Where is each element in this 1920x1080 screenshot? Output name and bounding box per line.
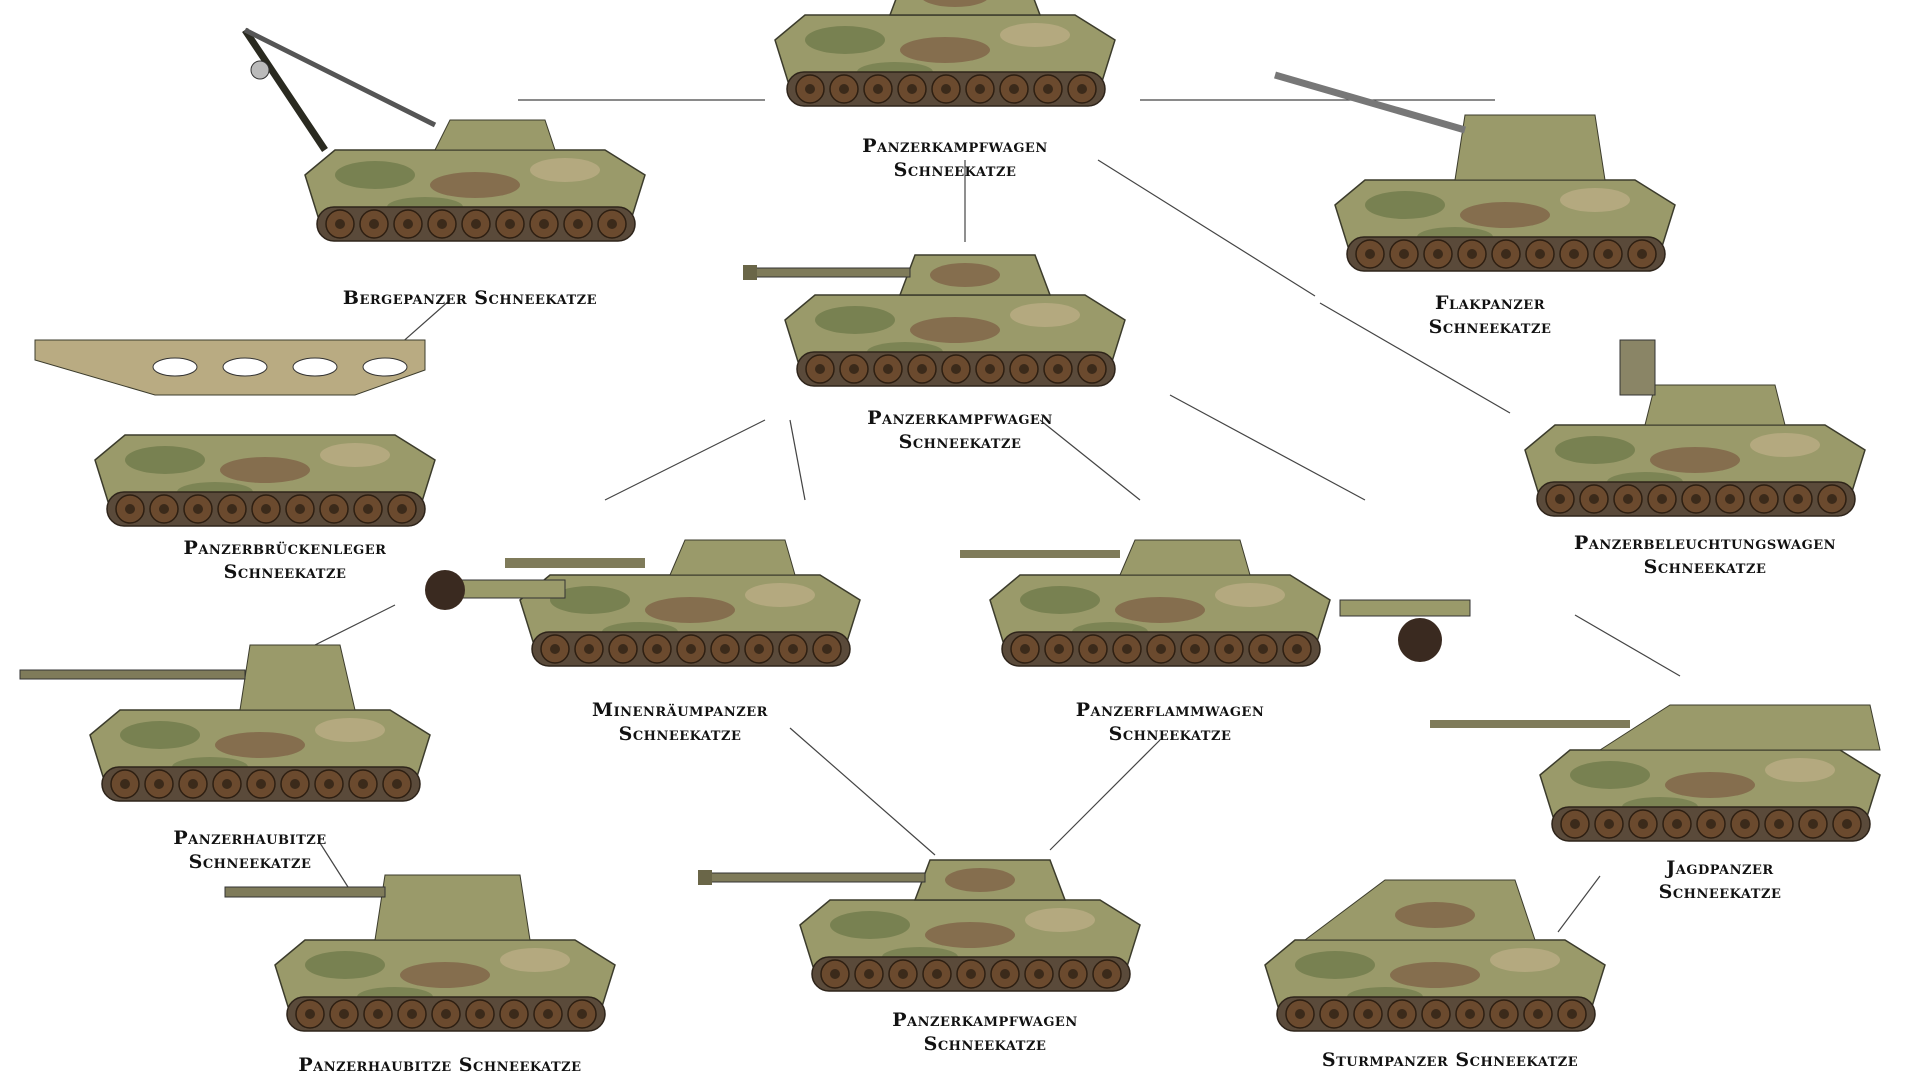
pzkw-bottom-label-line: Schneekatze <box>923 1033 1047 1055</box>
connector-line <box>789 419 806 501</box>
jagdpanzer-label-line: Schneekatze <box>1658 881 1782 903</box>
beleuchtungswagen-tank-icon <box>1524 339 1866 517</box>
minenraeumpanzer-label-line: Minenräumpanzer <box>592 699 768 721</box>
brueckenleger-label-line: Schneekatze <box>223 561 347 583</box>
jagdpanzer-tank-icon <box>1430 704 1881 842</box>
haubitze-left-tank-icon <box>19 644 431 802</box>
bergepanzer-label: Bergepanzer Schneekatze <box>300 286 640 310</box>
flammwagen-label-line: Panzerflammwagen <box>1075 699 1265 721</box>
jagdpanzer-label-line: Jagdpanzer <box>1666 857 1774 879</box>
pzkw-top-label-line: Panzerkampfwagen <box>862 135 1048 157</box>
haubitze-bottom-tank-icon <box>224 874 616 1032</box>
flakpanzer-label-line: Flakpanzer <box>1434 292 1546 314</box>
flammwagen-tank-icon <box>960 539 1471 667</box>
bergepanzer-tank-icon <box>242 27 646 242</box>
haubitze-left-label-line: Schneekatze <box>188 851 312 873</box>
flakpanzer-label-line: Schneekatze <box>1428 316 1552 338</box>
connector-line <box>1039 419 1141 501</box>
sturmpanzer-label: Sturmpanzer Schneekatze <box>1280 1048 1620 1072</box>
pzkw-bottom-label-line: Panzerkampfwagen <box>892 1009 1078 1031</box>
connector-line <box>1319 302 1511 414</box>
flakpanzer-tank-icon <box>1274 71 1676 272</box>
beleuchtungswagen-label-line: Panzerbeleuchtungswagen <box>1573 532 1836 554</box>
haubitze-bottom-label-line: Panzerhaubitze Schneekatze <box>298 1054 582 1076</box>
pzkw-mid-label-line: Schneekatze <box>898 431 1022 453</box>
connector-line <box>1097 159 1316 297</box>
connector-line <box>1574 614 1681 677</box>
bergepanzer-label-line: Bergepanzer Schneekatze <box>342 287 598 309</box>
connector-line <box>1557 875 1601 933</box>
haubitze-bottom-label: Panzerhaubitze Schneekatze <box>270 1053 610 1077</box>
connector-line <box>1169 394 1366 501</box>
haubitze-left-label-line: Panzerhaubitze <box>173 827 327 849</box>
pzkw-mid-tank-icon <box>743 254 1126 387</box>
pzkw-top-tank-icon <box>774 0 1116 107</box>
brueckenleger-tank-icon <box>34 339 436 527</box>
connector-line <box>319 842 349 888</box>
pzkw-mid-label-line: Panzerkampfwagen <box>867 407 1053 429</box>
beleuchtungswagen-label-line: Schneekatze <box>1643 556 1767 578</box>
flammwagen-label-line: Schneekatze <box>1108 723 1232 745</box>
connector-line <box>789 727 936 856</box>
sturmpanzer-label-line: Sturmpanzer Schneekatze <box>1321 1049 1579 1071</box>
minenraeumpanzer-tank-icon <box>425 539 861 667</box>
connector-line <box>604 419 766 501</box>
brueckenleger-label-line: Panzerbrückenleger <box>183 537 387 559</box>
connector-line <box>1049 739 1161 851</box>
connector-lines <box>294 99 1681 933</box>
sturmpanzer-tank-icon <box>1264 879 1606 1032</box>
pzkw-bottom-tank-icon <box>698 859 1141 992</box>
pzkw-top-label-line: Schneekatze <box>893 159 1017 181</box>
minenraeumpanzer-label-line: Schneekatze <box>618 723 742 745</box>
